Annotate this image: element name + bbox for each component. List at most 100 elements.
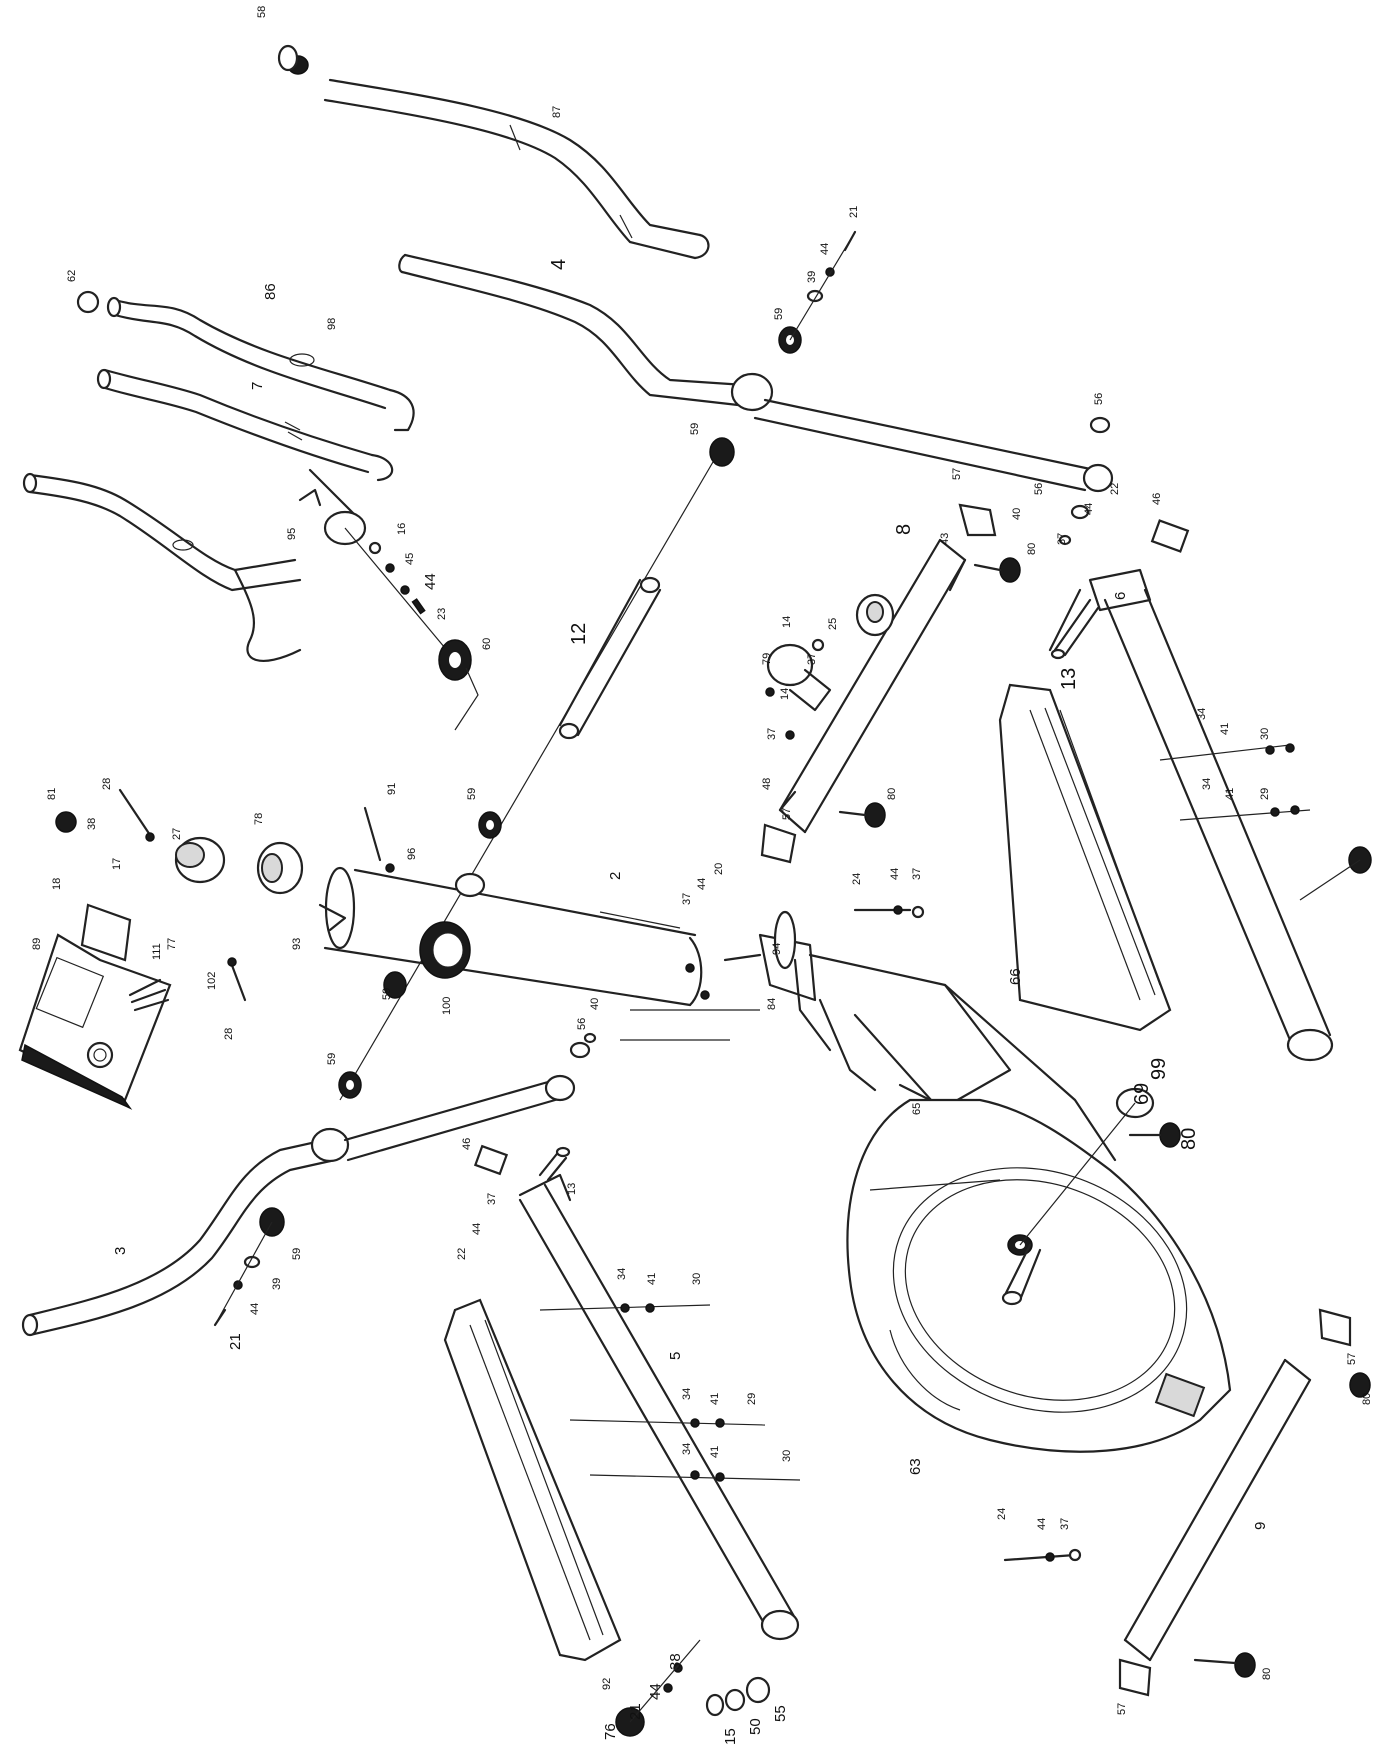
bolt-24-lower	[1003, 1548, 1082, 1562]
foot-80-center	[1128, 1122, 1181, 1148]
main-mast-2	[323, 866, 703, 1007]
frame-post-84	[758, 910, 817, 1002]
label-4: 4	[548, 259, 570, 270]
collar-100	[419, 921, 471, 979]
cables-111	[128, 978, 170, 1012]
label-37a: 37	[806, 653, 818, 665]
label-23: 23	[436, 608, 448, 620]
endcap-57-lower-a	[1318, 1308, 1352, 1347]
label-92: 92	[601, 1678, 613, 1690]
label-59d: 59	[381, 988, 393, 1000]
pedal-arm-6	[1048, 568, 1334, 1062]
knob-81	[55, 811, 77, 833]
label-37g: 37	[1059, 1518, 1071, 1530]
bushing-59-upper-axle	[709, 437, 735, 467]
label-24b: 24	[996, 1508, 1008, 1520]
label-111: 111	[151, 943, 163, 960]
label-34a: 34	[1196, 708, 1208, 720]
label-7: 7	[249, 382, 266, 390]
console-mount-77	[174, 836, 226, 884]
bolt-28-bottom	[227, 957, 247, 1002]
label-62: 62	[66, 270, 78, 282]
label-27: 27	[171, 828, 183, 840]
nut-cap-right	[1299, 846, 1372, 901]
label-13b: 13	[566, 1183, 578, 1195]
label-15: 15	[722, 1728, 739, 1745]
bushing-59-mast	[383, 971, 407, 999]
label-80e: 80	[1261, 1668, 1273, 1680]
bracket-46-left	[473, 1144, 509, 1176]
label-37b: 37	[766, 728, 778, 740]
label-102: 102	[206, 972, 218, 990]
label-60: 60	[481, 638, 493, 650]
label-80a: 80	[1026, 543, 1038, 555]
label-46a: 46	[1151, 493, 1163, 505]
label-13a: 13	[1058, 668, 1080, 690]
label-22a: 22	[1109, 483, 1121, 495]
pin-13-right	[1050, 598, 1100, 660]
foot-80-upper-a	[973, 557, 1021, 583]
label-59c: 59	[466, 788, 478, 800]
label-44b: 44	[422, 573, 439, 590]
label-81: 81	[46, 788, 58, 800]
label-21a: 21	[848, 206, 860, 218]
connector-93	[318, 903, 347, 932]
label-99: 99	[1148, 1058, 1170, 1080]
label-44i: 44	[647, 1683, 664, 1700]
label-66: 66	[1007, 968, 1024, 985]
bolt-stack-34-41-30	[1159, 743, 1295, 761]
console-89	[18, 933, 172, 1110]
label-76: 76	[602, 1723, 619, 1740]
label-57b: 57	[781, 808, 793, 820]
bracket-46-right	[1150, 519, 1190, 553]
bolt-stack-34-41-30-left-lower	[589, 1470, 801, 1482]
label-44a: 44	[819, 243, 831, 255]
label-25: 25	[827, 618, 839, 630]
label-94: 94	[771, 943, 783, 955]
bolt-28-top	[118, 788, 155, 842]
label-14a: 14	[781, 616, 793, 628]
label-44f: 44	[249, 1303, 261, 1315]
side-cover-63	[846, 1098, 1232, 1453]
label-91: 91	[386, 783, 398, 795]
label-46b: 46	[461, 1138, 473, 1150]
label-41d: 41	[709, 1393, 721, 1405]
label-86: 86	[262, 283, 279, 300]
label-44d: 44	[696, 878, 708, 890]
foot-80-lower-a	[1349, 1372, 1371, 1398]
label-57a: 57	[951, 468, 963, 480]
label-56c: 56	[576, 1018, 588, 1030]
label-38a: 38	[86, 818, 98, 830]
endcap-57-lower-b	[1118, 1658, 1152, 1697]
label-89: 89	[31, 938, 43, 950]
bushing-59-mid	[478, 811, 502, 839]
label-98: 98	[326, 318, 338, 330]
end-cap-62	[76, 290, 100, 314]
label-63: 63	[907, 1458, 924, 1475]
label-37f: 37	[486, 1193, 498, 1205]
label-37e: 37	[911, 868, 923, 880]
label-59a: 59	[773, 308, 785, 320]
label-56b: 56	[1033, 483, 1045, 495]
label-9: 9	[1252, 1522, 1269, 1530]
label-21c: 21	[627, 1703, 644, 1720]
label-45: 45	[404, 553, 416, 565]
bolt-stack-34-41-29-left	[569, 1418, 766, 1428]
foot-80-upper-b	[838, 802, 886, 828]
label-100: 100	[441, 997, 453, 1015]
label-34c: 34	[616, 1268, 628, 1280]
label-77: 77	[166, 938, 178, 950]
label-39b: 39	[271, 1278, 283, 1290]
label-30c: 30	[781, 1450, 793, 1462]
label-59e: 59	[326, 1053, 338, 1065]
pedal-arm-5	[518, 1173, 800, 1641]
foot-80-lower-b	[1193, 1652, 1256, 1678]
label-69: 69	[1131, 1083, 1153, 1105]
label-84: 84	[766, 998, 778, 1010]
label-14b: 14	[779, 688, 791, 700]
bolt-91-washer-96	[363, 806, 395, 873]
bolt-24-upper	[853, 905, 925, 919]
handlebar-86	[106, 296, 415, 432]
label-40a: 40	[1011, 508, 1023, 520]
